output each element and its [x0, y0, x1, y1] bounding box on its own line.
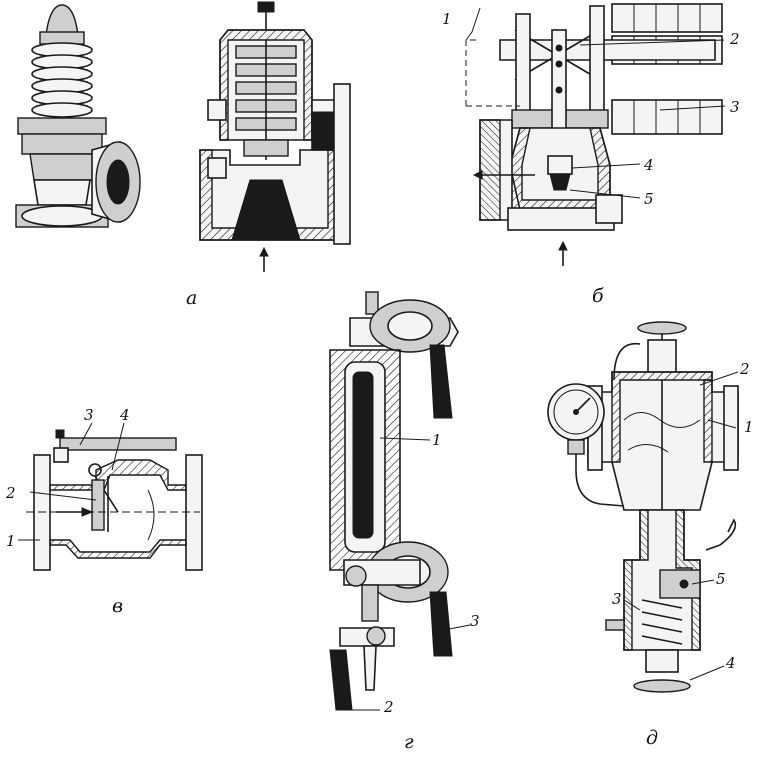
panel-d-label-2: 2 — [739, 360, 750, 378]
valve-spring-coils — [31, 42, 93, 118]
panel-v-label-2: 2 — [5, 484, 16, 502]
panel-d: 1 2 3 4 5 д — [547, 321, 754, 749]
gauge-glass-assembly — [329, 291, 471, 711]
panel-g: 1 2 3 г — [329, 291, 480, 753]
panel-d-label-4: 4 — [725, 654, 736, 672]
panel-v-caption: в — [112, 595, 123, 617]
panel-v: 1 2 3 4 в — [5, 406, 203, 617]
panel-b-label-3: 3 — [730, 98, 740, 116]
inflow-arrow — [259, 246, 269, 272]
safety-valve-section — [199, 1, 351, 245]
lower-spring — [641, 599, 683, 645]
reducing-valve-section — [547, 321, 739, 693]
panel-d-caption: д — [646, 727, 658, 749]
panel-b-caption: б — [592, 285, 604, 307]
safety-valve-exterior — [15, 4, 141, 228]
lever-valve-section — [465, 3, 726, 266]
panel-g-label-1: 1 — [432, 431, 442, 449]
check-valve-section — [18, 422, 203, 571]
panel-b-label-2: 2 — [729, 30, 740, 48]
panel-b-label-4: 4 — [643, 156, 654, 174]
panel-d-label-3: 3 — [612, 590, 622, 608]
panel-g-label-3: 3 — [470, 612, 480, 630]
panel-v-label-1: 1 — [6, 532, 16, 550]
panel-b-label-1: 1 — [442, 10, 452, 28]
pressure-gauge — [547, 383, 625, 507]
panel-b: 1 2 3 4 5 б — [442, 3, 740, 307]
panel-v-label-4: 4 — [119, 406, 130, 424]
panel-d-label-1: 1 — [744, 418, 754, 436]
panel-b-label-5: 5 — [644, 190, 654, 208]
panel-a: а — [15, 1, 351, 309]
panel-g-caption: г — [404, 731, 414, 753]
panel-d-label-5: 5 — [716, 570, 726, 588]
panel-g-label-2: 2 — [383, 698, 394, 716]
panel-a-caption: а — [186, 287, 197, 309]
panel-v-label-3: 3 — [84, 406, 94, 424]
weights-block — [611, 3, 723, 135]
